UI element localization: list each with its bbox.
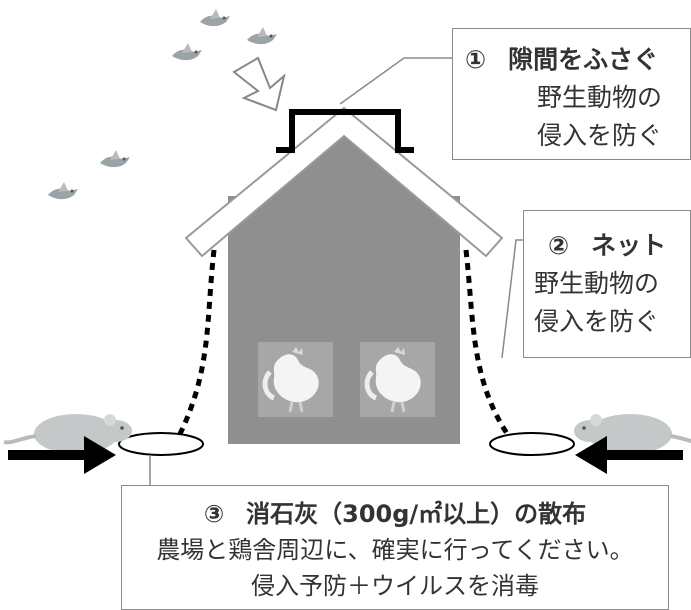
callout-title: ネット	[591, 231, 667, 260]
lime-area-left	[118, 432, 204, 456]
arrow-icon	[8, 436, 116, 474]
bird-icon	[100, 150, 130, 168]
roof-vent	[276, 109, 414, 153]
bird-icon	[48, 182, 78, 200]
callout-text: 侵入を防ぐ	[534, 307, 660, 336]
chicken-icon	[258, 342, 333, 417]
net-right	[463, 249, 513, 440]
bird-icon	[200, 9, 230, 27]
callout-number: ②	[548, 231, 570, 260]
callout-net: ② ネット 野生動物の 侵入を防ぐ	[523, 210, 691, 358]
callout-text: 侵入を防ぐ	[537, 121, 663, 150]
callout-text: 侵入予防＋ウイルスを消毒	[251, 572, 539, 600]
house-gable	[228, 122, 460, 230]
lime-area-right	[489, 432, 575, 456]
net-left	[175, 249, 217, 440]
callout-text: 野生動物の	[537, 83, 663, 112]
callout-number: ①	[465, 45, 487, 74]
arrow-icon	[232, 56, 286, 112]
callout-text: 農場と鶏舎周辺に、確実に行ってください。	[156, 536, 634, 564]
callout-slaked-lime: ③ 消石灰（300g/㎡以上）の散布 農場と鶏舎周辺に、確実に行ってください。 侵…	[121, 485, 669, 610]
callout-title: 消石灰（300g/㎡以上）の散布	[246, 500, 587, 528]
leader-line-2	[501, 239, 523, 359]
rat-icon	[2, 412, 134, 456]
callout-number: ③	[203, 500, 225, 528]
bird-icon	[172, 43, 202, 61]
callout-text: 野生動物の	[534, 269, 660, 298]
chicken-icon	[360, 342, 435, 417]
callout-seal-gaps: ① 隙間をふさぐ 野生動物の 侵入を防ぐ	[452, 28, 691, 160]
leader-line-1	[339, 57, 452, 105]
callout-title: 隙間をふさぐ	[508, 45, 659, 74]
bird-icon	[247, 27, 277, 45]
arrow-icon	[575, 436, 683, 474]
roof	[184, 106, 504, 258]
